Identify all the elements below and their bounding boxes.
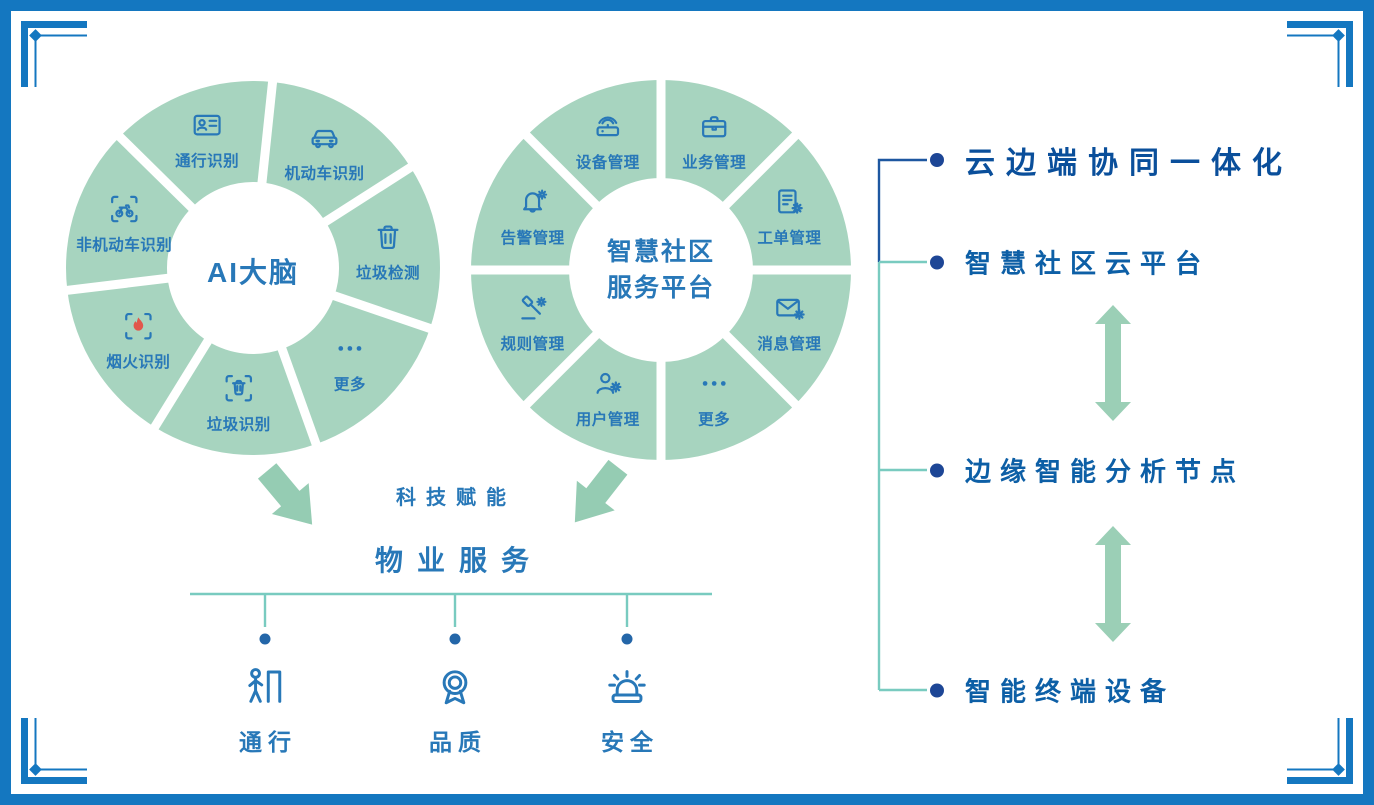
trash-scan-icon [225, 375, 253, 402]
segment-separator [519, 325, 606, 412]
wheel-segment-label: 非机动车识别 [76, 235, 172, 254]
bullet-dot-icon [930, 463, 944, 477]
bullet-dot-icon [930, 255, 944, 269]
architecture-connector-dark [877, 158, 927, 262]
safety-siren-icon [608, 670, 646, 704]
wheel-segment-label: 更多 [334, 374, 366, 393]
wheel-segment-label: 烟火识别 [106, 352, 170, 371]
architecture-item-label: 智能终端设备 [965, 676, 1176, 707]
wheel-segment-label: 垃圾检测 [356, 263, 420, 282]
wheel-segment [471, 270, 596, 405]
wheel-segment-label: 通行识别 [175, 151, 239, 170]
wheel-segment [282, 295, 430, 445]
wheel-segment [119, 80, 273, 208]
wheel-segment [526, 80, 661, 205]
architecture-item-label: 智慧社区云平台 [965, 248, 1211, 279]
fire-scan-icon [125, 312, 152, 340]
branch-label-safety: 安全 [601, 729, 659, 755]
message-icon [776, 298, 805, 320]
bullet-dot-icon [930, 153, 944, 167]
wheel-segment [661, 335, 796, 460]
work-order-icon [778, 189, 803, 214]
right-wheel-center-line1: 智慧社区 [606, 238, 715, 266]
segment-separator [256, 76, 278, 192]
wheel-segment-label: 规则管理 [501, 334, 565, 353]
wheel-segment [471, 135, 596, 270]
alarm-bell-icon [523, 189, 548, 213]
segment-separator [519, 128, 606, 215]
car-icon [311, 129, 338, 149]
more-dots-icon [338, 346, 362, 351]
branch-label-quality: 品质 [429, 729, 487, 755]
device-icon [596, 116, 620, 137]
left-wheel-center-label: AI大脑 [206, 257, 299, 288]
up-down-arrow-icon [1095, 526, 1131, 642]
segment-separator [315, 160, 418, 231]
wheel-segment-label: 更多 [698, 409, 730, 428]
access-gate-icon [248, 668, 282, 703]
wheel-segment-label: 消息管理 [757, 334, 821, 353]
right-wheel-center-line2: 服务平台 [606, 273, 715, 302]
wheel-segment-label: 设备管理 [576, 153, 640, 172]
wheel-segment [526, 335, 661, 461]
architecture-item-edge-node: 边缘智能分析节点 [930, 452, 1245, 489]
branch-connector-line [190, 592, 712, 627]
wheel-segment-label: 告警管理 [501, 228, 565, 247]
architecture-item-cloud-platform: 智慧社区云平台 [930, 244, 1210, 281]
corner-ornament-icon [1287, 718, 1353, 784]
bicycle-scan-icon [111, 195, 138, 223]
wheel-segment-label: 机动车识别 [284, 163, 364, 182]
architecture-item-cloud-edge-end: 云边端协同一体化 [930, 138, 1293, 182]
id-card-icon [193, 114, 221, 136]
corner-ornament-icon [21, 718, 87, 784]
segment-separator [324, 288, 437, 335]
tech-enable-label: 科技赋能 [396, 487, 516, 509]
architecture-item-label: 边缘智能分析节点 [965, 456, 1246, 487]
segment-separator [113, 130, 202, 218]
left-flow-arrow [257, 463, 313, 525]
wheel-segment-label: 业务管理 [682, 153, 746, 172]
corner-ornament-icon [1287, 21, 1353, 87]
segment-separator [716, 128, 803, 215]
trash-icon [377, 225, 399, 250]
wheel-segment [661, 80, 796, 205]
architecture-connector-teal [877, 260, 927, 692]
wheel-segment-label: 垃圾识别 [207, 414, 271, 433]
segment-separator [274, 338, 323, 451]
bullet-dot-icon [930, 683, 944, 697]
branch-dot [259, 633, 271, 645]
wheel-segment [726, 270, 851, 405]
property-service-label: 物业服务 [374, 545, 543, 576]
right-flow-arrow [574, 459, 628, 523]
right-wheel-center-label: 智慧社区 服务平台 [561, 235, 761, 306]
segment-separator [148, 331, 217, 434]
up-down-arrow-icon [1095, 305, 1131, 421]
wheel-segment-label: 用户管理 [576, 409, 640, 428]
more-dots-icon [702, 381, 726, 386]
user-icon [596, 372, 622, 394]
quality-medal-icon [442, 670, 468, 705]
branch-dot [449, 633, 461, 645]
branch-label-access: 通行 [239, 729, 297, 755]
rule-icon [521, 295, 547, 320]
segment-separator [61, 272, 178, 296]
segment-separator [716, 325, 803, 412]
architecture-item-label: 云边端协同一体化 [965, 147, 1293, 180]
wheel-segment-label: 工单管理 [757, 228, 821, 247]
briefcase-icon [702, 116, 727, 138]
corner-ornament-icon [21, 21, 87, 87]
architecture-item-terminal-device: 智能终端设备 [930, 672, 1175, 709]
wheel-segment [726, 135, 851, 270]
branch-dot [621, 633, 633, 645]
